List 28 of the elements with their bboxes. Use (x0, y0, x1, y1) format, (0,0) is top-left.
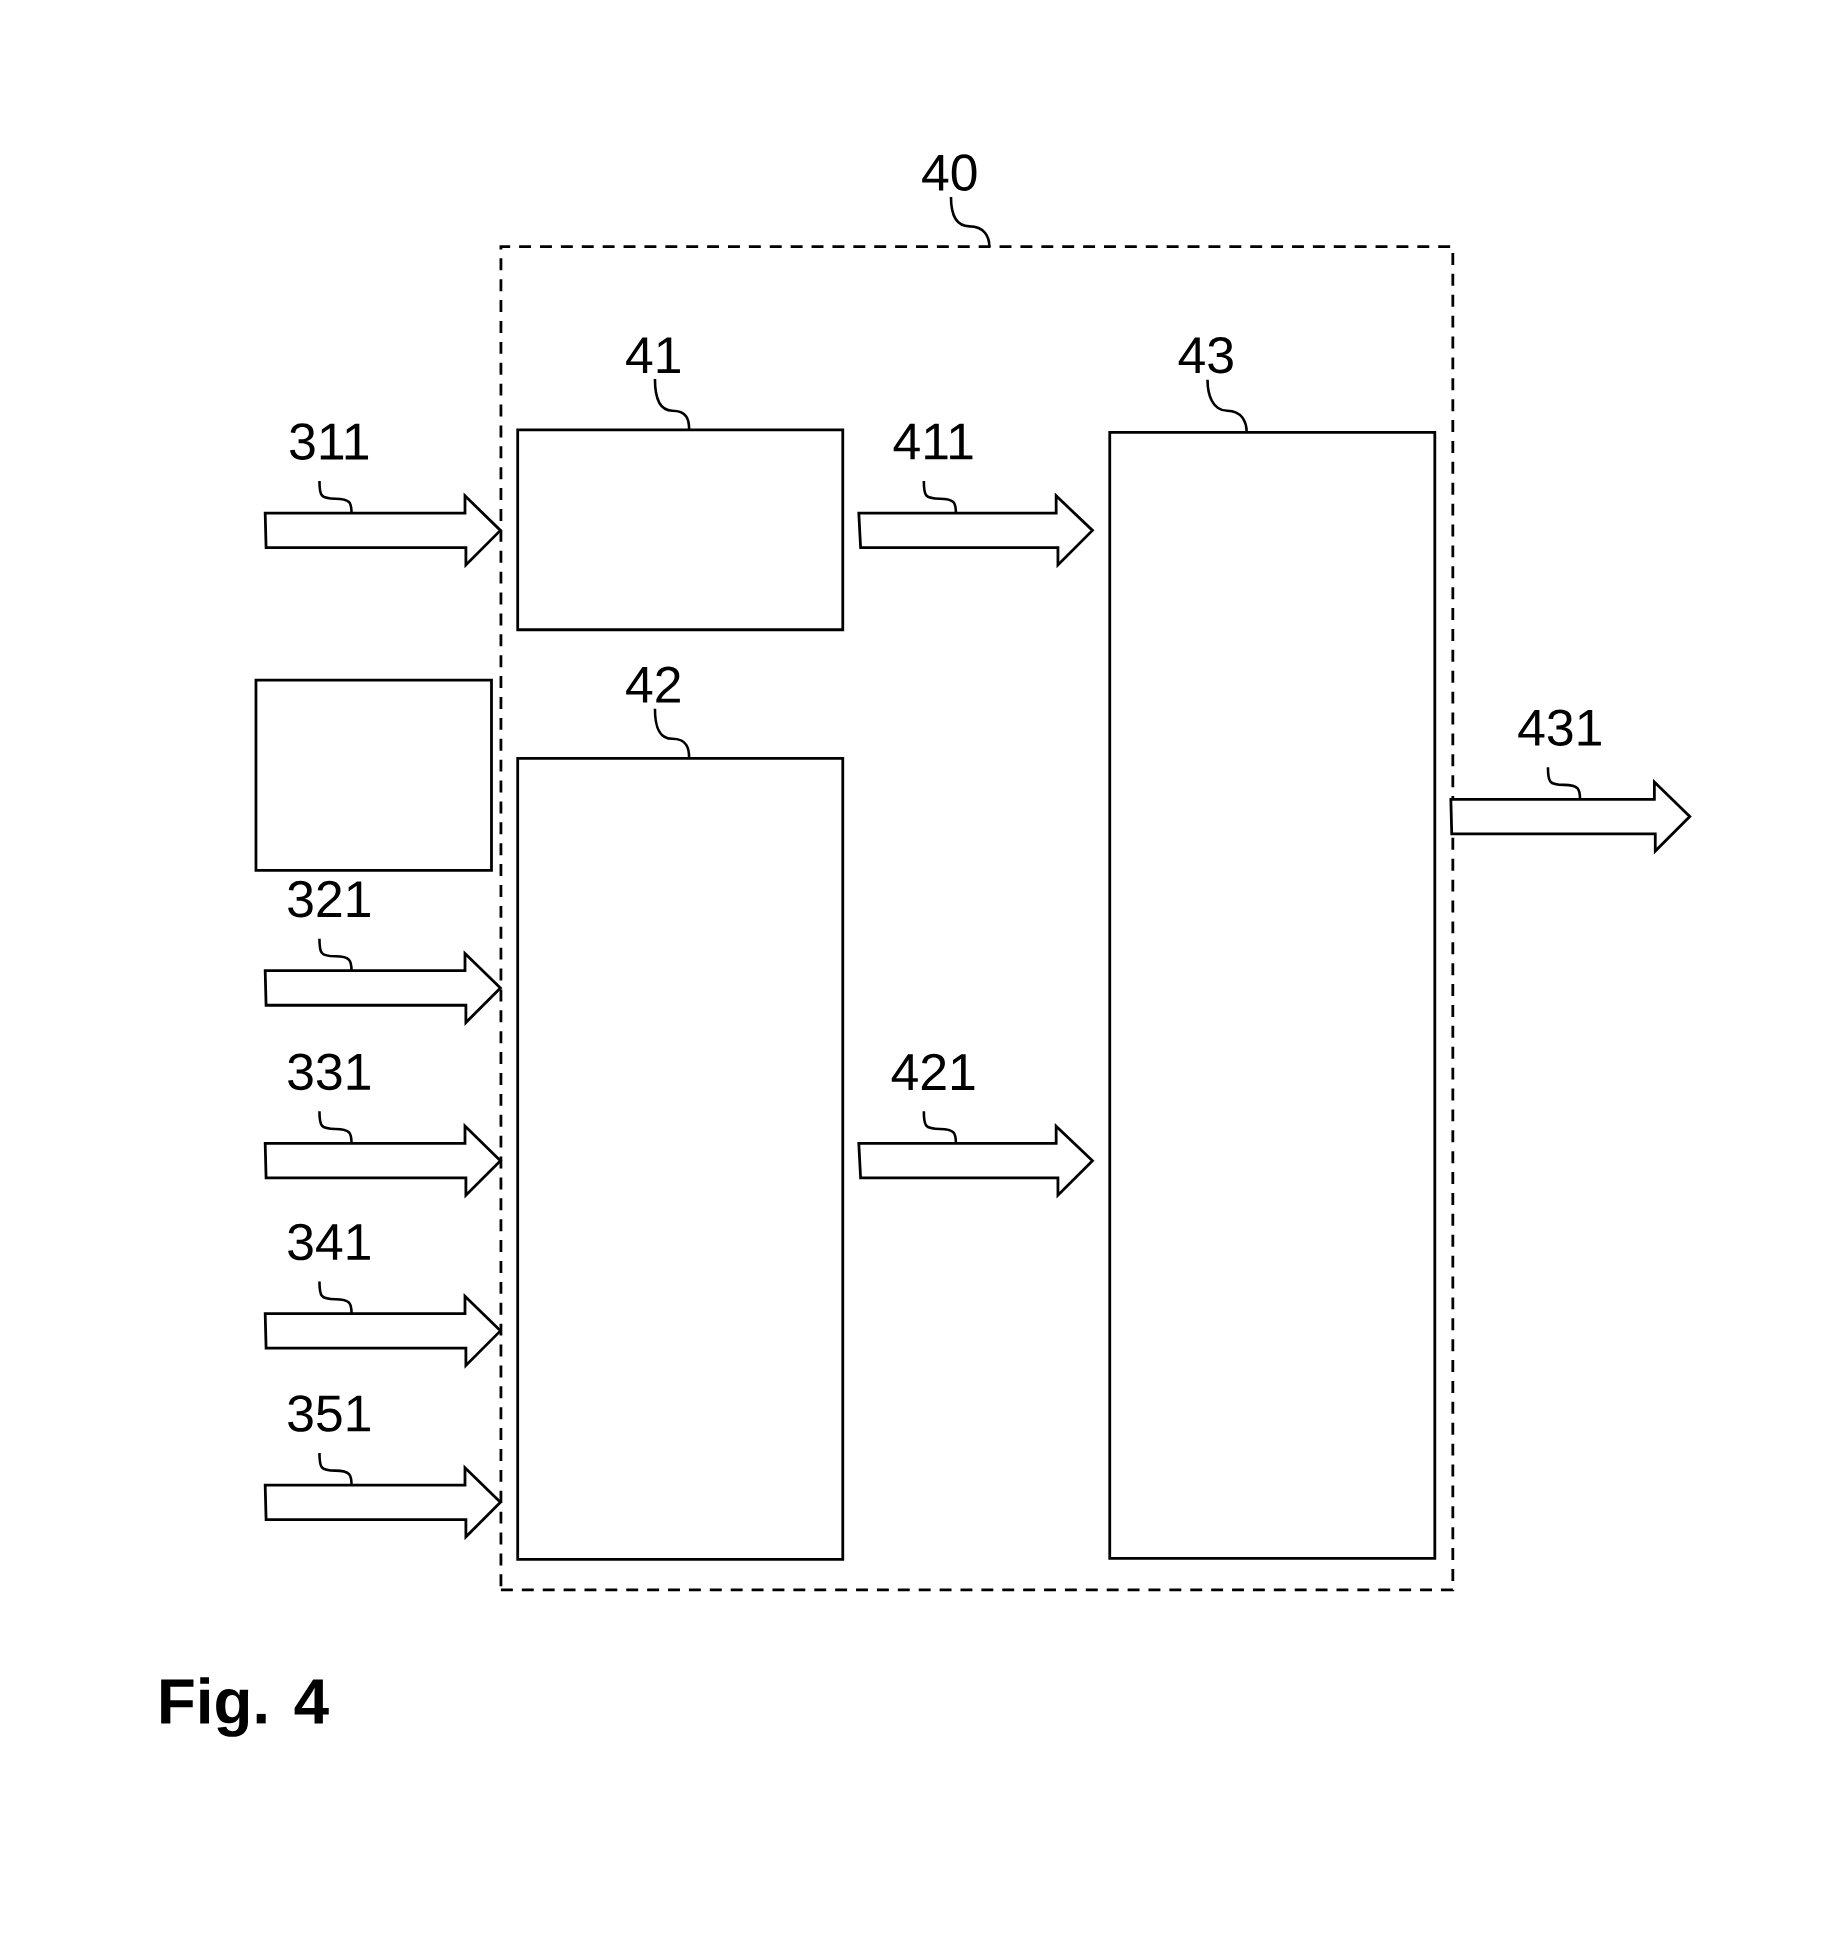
process-box (1108, 430, 1437, 1560)
reference-number: 43 (1178, 336, 1233, 374)
process-box (516, 428, 844, 632)
leader-line (653, 708, 691, 759)
block-arrow (857, 492, 1095, 569)
block-arrow (263, 1122, 503, 1199)
edge-label: 341 (288, 1223, 370, 1261)
reference-number: 41 (626, 337, 680, 373)
block-arrow (857, 1122, 1095, 1199)
edge-label: 331 (288, 1053, 370, 1091)
figure-caption: Fig. 4 (161, 1677, 329, 1737)
edge-label: 311 (289, 423, 368, 460)
block-arrow (263, 950, 503, 1026)
block-arrow (263, 492, 503, 569)
block-arrow (263, 1464, 503, 1541)
leader-line (1206, 379, 1248, 433)
block-arrow (263, 1293, 503, 1369)
edge-label: 421 (891, 1053, 975, 1090)
edge-label: 431 (1518, 709, 1601, 747)
process-box (254, 678, 493, 872)
edge-label: 351 (288, 1395, 370, 1432)
edge-label: 411 (893, 423, 973, 460)
block-arrow (1449, 778, 1692, 855)
reference-number: 40 (922, 154, 977, 191)
leader-line (653, 379, 691, 430)
process-box (516, 756, 844, 1561)
reference-number: 42 (626, 666, 680, 703)
edge-label: 321 (288, 880, 370, 918)
